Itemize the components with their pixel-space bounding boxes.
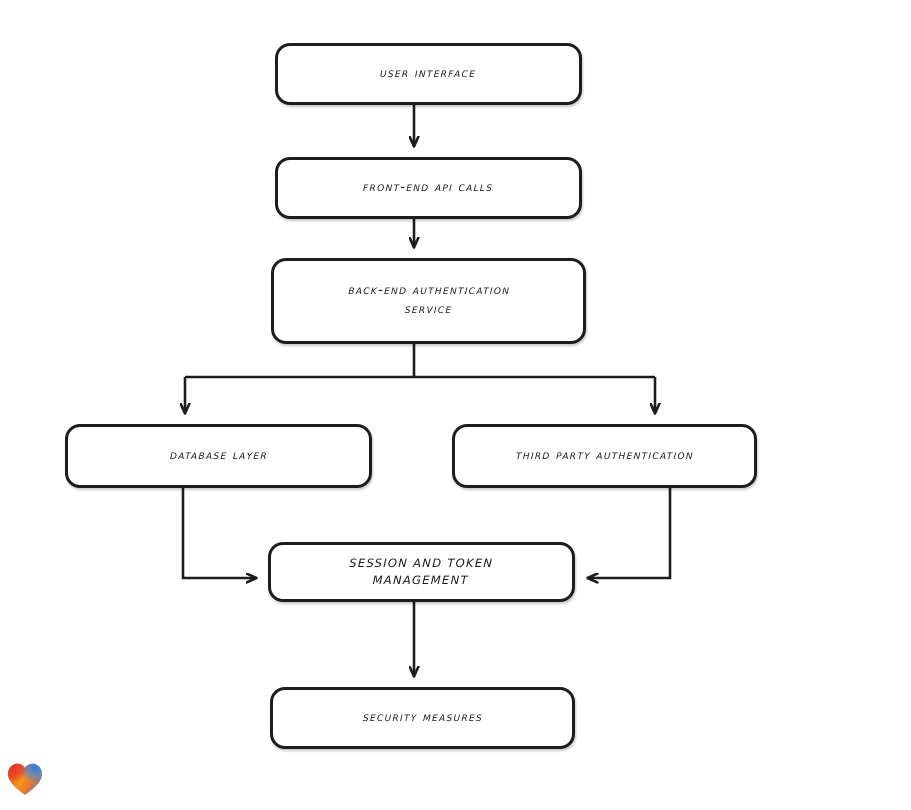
node-back-end-authentication-service[interactable]: Back-End Authentication Service bbox=[271, 258, 586, 344]
heart-icon bbox=[8, 763, 42, 795]
node-security-measures[interactable]: Security Measures bbox=[270, 687, 575, 749]
node-front-end-api-calls[interactable]: Front-End API Calls bbox=[275, 157, 582, 219]
node-label-front-end-api-calls: Front-End API Calls bbox=[363, 179, 494, 195]
node-label-session-and-token-management: SESSION AND TOKEN MANAGEMENT bbox=[349, 556, 495, 587]
edge-thirdparty-to-session bbox=[588, 488, 672, 578]
edge-database-to-session bbox=[181, 488, 256, 578]
node-database-layer[interactable]: Database Layer bbox=[65, 424, 372, 488]
node-label-third-party-authentication: Third Party Authentication bbox=[515, 447, 694, 463]
node-label-back-end-authentication-service: Back-End Authentication Service bbox=[347, 283, 511, 317]
node-session-and-token-management[interactable]: SESSION AND TOKEN MANAGEMENT bbox=[268, 542, 575, 602]
node-label-user-interface: User Interface bbox=[380, 65, 477, 81]
node-third-party-authentication[interactable]: Third Party Authentication bbox=[452, 424, 757, 488]
node-user-interface[interactable]: User Interface bbox=[275, 43, 582, 105]
node-label-security-measures: Security Measures bbox=[362, 709, 483, 725]
node-label-database-layer: Database Layer bbox=[169, 447, 268, 463]
